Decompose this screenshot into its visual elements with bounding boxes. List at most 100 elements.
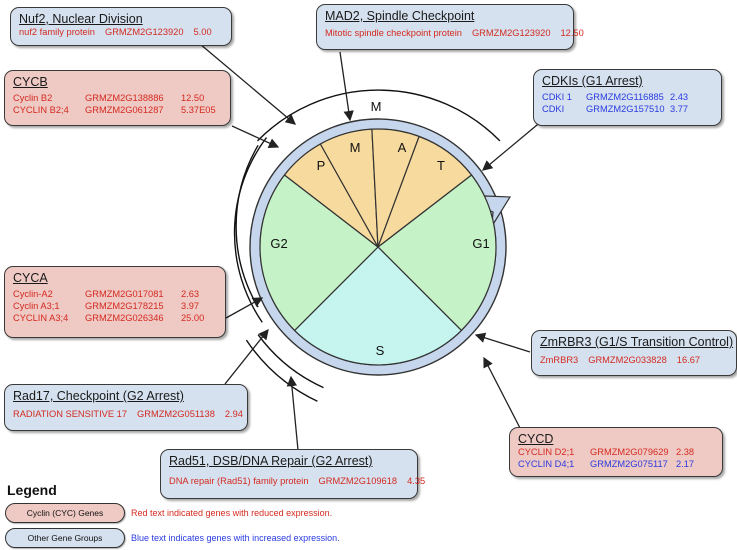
phase-label-a: A — [398, 140, 407, 155]
gene-row: nuf2 family protein GRMZM2G123920 5.00 — [19, 26, 223, 38]
gene-id: GRMZM2G178215 — [85, 301, 164, 311]
gene-id: GRMZM2G075117 — [590, 459, 668, 469]
box-nuf2-title: Nuf2, Nuclear Division — [19, 12, 143, 26]
sector-g1 — [377, 174, 497, 332]
phase-label-s: S — [376, 343, 385, 358]
gene-id: GRMZM2G109618 — [318, 476, 398, 486]
arrow-rad17 — [224, 328, 269, 385]
gene-name: ZmRBR3 — [540, 355, 579, 365]
sector-t — [376, 135, 473, 249]
outer-arc-rad-2 — [245, 339, 318, 402]
gene-name: CYCLIN B2;4 — [13, 105, 69, 115]
gene-value: 4.35 — [407, 476, 426, 486]
box-cdki-title: CDKIs (G1 Arrest) — [542, 74, 643, 88]
outer-arc-g2-1 — [233, 137, 268, 323]
legend-red-note: Red text indicated genes with reduced ex… — [131, 508, 333, 518]
box-rad17-title: Rad17, Checkpoint (G2 Arrest) — [13, 389, 184, 403]
phase-label-m-outer: M — [371, 99, 382, 114]
box-rad17: Rad17, Checkpoint (G2 Arrest) RADIATION … — [4, 384, 248, 431]
gene-row: Cyclin-A2 GRMZM2G017081 2.63 — [13, 288, 217, 300]
gene-value: 2.17 — [676, 459, 695, 469]
sector-g2 — [259, 174, 379, 332]
gene-name: nuf2 family protein — [19, 27, 95, 37]
legend-title: Legend — [7, 482, 57, 498]
gene-id: GRMZM2G026346 — [85, 313, 164, 323]
arrow-mad2 — [339, 51, 354, 122]
outer-arc-g2-2 — [235, 144, 259, 308]
gene-id: GRMZM2G123920 — [471, 28, 551, 38]
box-mad2-title: MAD2, Spindle Checkpoint — [325, 9, 475, 23]
phase-label-t: T — [437, 158, 445, 173]
gene-id: GRMZM2G051138 — [137, 409, 215, 419]
arrow-nuf2 — [199, 43, 296, 125]
phase-label-g1: G1 — [472, 236, 489, 251]
legend-cyclin-swatch: Cyclin (CYC) Genes — [5, 503, 125, 523]
arrow-zmrbr3 — [474, 332, 531, 353]
phase-label-p: P — [317, 158, 326, 173]
gene-row: CYCLIN A3;4 GRMZM2G026346 25.00 — [13, 312, 217, 324]
gene-name: Cyclin B2 — [13, 93, 53, 103]
box-cycd-title: CYCD — [518, 432, 554, 446]
gene-value: 5.00 — [193, 27, 212, 37]
gene-id: GRMZM2G017081 — [85, 289, 164, 299]
gene-value: 5.37E05 — [181, 105, 216, 115]
gene-value: 2.38 — [676, 447, 695, 457]
gene-name: Mitotic spindle checkpoint protein — [325, 28, 462, 38]
legend-other-swatch: Other Gene Groups — [5, 528, 125, 548]
arrow-cdki — [482, 119, 544, 171]
box-rad51-title: Rad51, DSB/DNA Repair (G2 Arrest) — [169, 454, 373, 468]
sector-s — [293, 246, 463, 366]
gene-row: CDKI 1 GRMZM2G116885 2.43 — [542, 91, 713, 103]
gene-value: 2.94 — [224, 409, 243, 419]
gene-value: 12.50 — [560, 28, 584, 38]
gene-value: 2.43 — [670, 92, 689, 102]
gene-name: CDKI 1 — [542, 92, 572, 102]
gene-name: RADIATION SENSITIVE 17 — [13, 409, 128, 419]
gene-id: GRMZM2G079629 — [590, 447, 669, 457]
box-zmrbr3: ZmRBR3 (G1/S Transition Control) ZmRBR3 G… — [531, 330, 737, 376]
gene-row: Mitotic spindle checkpoint protein GRMZM2… — [325, 27, 584, 39]
arrow-cycd — [483, 356, 521, 429]
gene-id: GRMZM2G061287 — [85, 105, 164, 115]
gene-name: Cyclin-A2 — [13, 289, 53, 299]
arrow-rad51 — [286, 375, 299, 451]
box-mad2: MAD2, Spindle Checkpoint Mitotic spindle… — [316, 4, 584, 50]
box-cdki: CDKIs (G1 Arrest) CDKI 1 GRMZM2G116885 2.4… — [533, 69, 722, 126]
gene-value: 25.00 — [181, 313, 205, 323]
gene-name: CDKI — [542, 104, 565, 114]
gene-id: GRMZM2G157510 — [586, 104, 665, 114]
box-rad51: Rad51, DSB/DNA Repair (G2 Arrest) DNA re… — [160, 449, 425, 499]
gene-value: 12.50 — [181, 93, 205, 103]
box-cycb-title: CYCB — [13, 75, 48, 89]
legend-blue-note: Blue text indicates genes with increased… — [131, 533, 340, 543]
phase-label-g2: G2 — [270, 236, 287, 251]
gene-value: 3.77 — [670, 104, 689, 114]
gene-value: 16.67 — [676, 355, 701, 365]
gene-name: CYCLIN D4;1 — [518, 459, 575, 469]
gene-id: GRMZM2G033828 — [588, 355, 667, 365]
gene-value: 2.63 — [181, 289, 200, 299]
gene-row: Cyclin A3;1 GRMZM2G178215 3.97 — [13, 300, 217, 312]
gene-id: GRMZM2G116885 — [586, 92, 664, 102]
gene-row: RADIATION SENSITIVE 17 GRMZM2G051138 2.94 — [13, 408, 243, 420]
gene-row: DNA repair (Rad51) family protein GRMZM2G… — [169, 475, 425, 487]
gene-name: DNA repair (Rad51) family protein — [169, 476, 309, 486]
arrow-cycb — [231, 125, 280, 148]
gene-name: CYCLIN A3;4 — [13, 313, 69, 323]
gene-id: GRMZM2G123920 — [104, 27, 184, 37]
gene-row: CYCLIN B2;4 GRMZM2G061287 5.37E05 — [13, 104, 222, 116]
gene-value: 3.97 — [181, 301, 200, 311]
arrow-cyca — [225, 297, 264, 319]
gene-name: Cyclin A3;1 — [13, 301, 60, 311]
box-zmrbr3-title: ZmRBR3 (G1/S Transition Control) — [540, 335, 734, 349]
box-nuf2: Nuf2, Nuclear Division nuf2 family prote… — [10, 7, 232, 46]
gene-row: CYCLIN D4;1 GRMZM2G075117 2.17 — [518, 458, 714, 470]
gene-row: CDKI GRMZM2G157510 3.77 — [542, 103, 713, 115]
phase-label-m: M — [350, 140, 361, 155]
